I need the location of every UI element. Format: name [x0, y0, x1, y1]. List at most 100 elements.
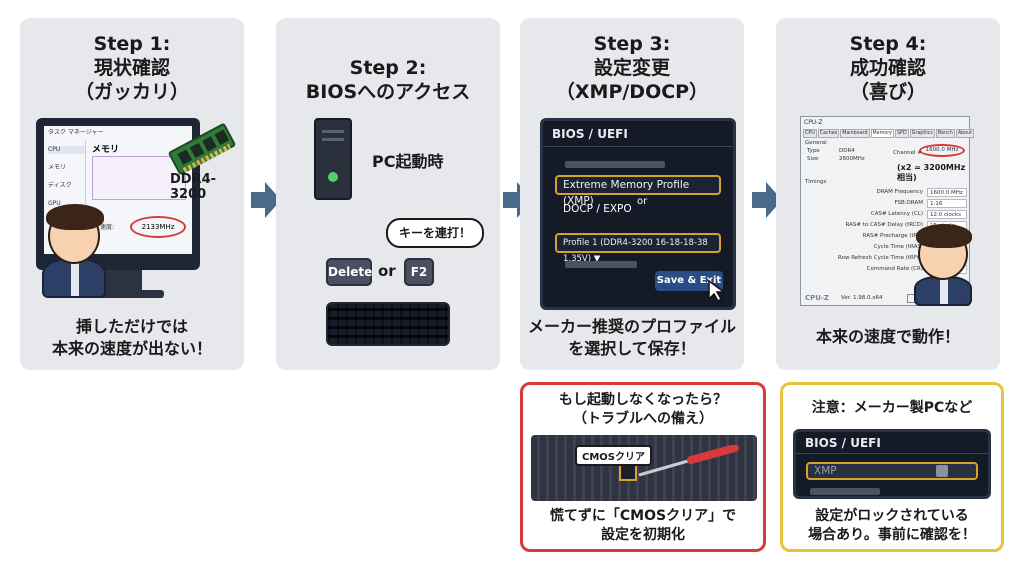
step1-title: Step 1: 現状確認 （ガッカリ）: [20, 32, 244, 104]
step3-title-line3: （XMP/DOCP）: [555, 81, 709, 103]
timing-value: 1:16: [927, 199, 967, 208]
screwdriver-icon: [638, 445, 739, 477]
memory-graph: [92, 156, 186, 200]
timing-label: RAS# to CAS# Delay (tRCD): [845, 222, 923, 228]
timing-label: RAS# Precharge (tRP): [862, 233, 923, 239]
step2-title: Step 2: BIOSへのアクセス: [276, 32, 500, 104]
task-manager-sidebar: CPU メモリ ディスク GPU: [48, 140, 86, 248]
step3-caption-line2: を選択して保存！: [568, 339, 696, 358]
timing-value: 1600.0 MHz: [927, 188, 967, 197]
notice-box: 注意：メーカー製PCなど BIOS / UEFI XMP 設定がロックされている…: [780, 382, 1004, 552]
trouble-caption-line2: 設定を初期化: [601, 527, 685, 543]
freq-annotation: (x2 = 3200MHz相当): [897, 163, 966, 182]
delete-key[interactable]: Delete: [326, 258, 372, 286]
tab-graphics[interactable]: Graphics: [909, 129, 935, 138]
step3-title: Step 3: 設定変更 （XMP/DOCP）: [520, 32, 744, 104]
tab-about[interactable]: About: [955, 129, 974, 138]
step4-title: Step 4: 成功確認 （喜び）: [776, 32, 1000, 104]
sidebar-item-disk[interactable]: ディスク: [48, 182, 72, 189]
tab-bench[interactable]: Bench: [935, 129, 955, 138]
profile-select-value: Profile 1 (DDR4-3200 16-18-18-38 1.35V): [563, 238, 708, 264]
sidebar-item-gpu[interactable]: GPU: [48, 200, 61, 207]
step2-title-line1: Step 2:: [349, 57, 427, 79]
type-label: Type: [807, 148, 820, 154]
speed-value: 2133MHz: [130, 216, 186, 238]
general-label: General: [805, 140, 827, 146]
sidebar-item-cpu[interactable]: CPU: [48, 146, 85, 154]
or-label: or: [637, 196, 648, 207]
pc-tower-icon: [314, 118, 352, 200]
freq-value: 1600.0 MHz: [919, 144, 965, 157]
arrow-right-icon: [251, 182, 281, 218]
trouble-title-line1: もし起動しなくなったら？: [559, 392, 727, 408]
tab-cpu[interactable]: CPU: [803, 129, 817, 138]
timing-row: CAS# Latency (CL) 12.0 clocks: [805, 209, 967, 220]
docp-option[interactable]: DOCP / EXPO: [563, 203, 632, 215]
monitor-base: [72, 290, 164, 298]
step3-caption-line1: メーカー推奨のプロファイル: [527, 317, 736, 336]
xmp-option[interactable]: Extreme Memory Profile (XMP): [555, 175, 721, 207]
timing-label: Row Refresh Cycle Time (tRFC): [838, 255, 923, 261]
memory-heading: メモリ: [92, 145, 120, 155]
tab-spd[interactable]: SPD: [895, 129, 909, 138]
happy-person-icon: [916, 224, 972, 280]
step3-title-line1: Step 3:: [593, 33, 671, 55]
timing-label: FSB:DRAM: [894, 200, 923, 206]
channel-label: Channel #: [893, 150, 922, 156]
notice-caption: 設定がロックされている 場合あり。事前に確認を！: [783, 507, 1001, 545]
cmos-tag: CMOSクリア: [575, 445, 652, 466]
timings-label: Timings: [805, 179, 827, 185]
step3-title-line2: 設定変更: [593, 57, 670, 79]
chevron-down-icon: ▼: [593, 254, 601, 264]
task-manager-window: タスク マネージャー CPU メモリ ディスク GPU メモリ 速度: 2133…: [44, 126, 192, 254]
step2-title-line2: BIOSへのアクセス: [305, 81, 471, 103]
trouble-caption: 慌てずに「CMOSクリア」で 設定を初期化: [523, 507, 763, 545]
profile-select[interactable]: Profile 1 (DDR4-3200 16-18-18-38 1.35V) …: [555, 233, 721, 264]
timing-value: 12.0 clocks: [927, 210, 967, 219]
step1-caption: 挿しただけでは 本来の速度が出ない！: [20, 316, 244, 360]
size-label: Size: [807, 156, 819, 162]
step1-caption-line2: 本来の速度が出ない！: [51, 339, 212, 358]
cpuz-version: Ver. 1.98.0.x64: [841, 295, 883, 301]
cpuz-title: CPU-Z: [804, 119, 823, 126]
lock-icon: [936, 465, 948, 477]
timing-label: DRAM Frequency: [876, 189, 923, 195]
step1-title-line1: Step 1:: [93, 33, 171, 55]
tab-caches[interactable]: Caches: [817, 129, 840, 138]
f2-key[interactable]: F2: [404, 258, 434, 286]
step4-title-line3: （喜び）: [849, 81, 926, 103]
mouse-cursor-icon: [708, 279, 727, 303]
person-body: [914, 276, 972, 306]
timing-row: FSB:DRAM 1:16: [805, 198, 967, 209]
notice-caption-line1: 設定がロックされている: [815, 508, 969, 524]
timing-label: CAS# Latency (CL): [870, 211, 923, 217]
monitor: タスク マネージャー CPU メモリ ディスク GPU メモリ 速度: 2133…: [36, 118, 200, 298]
step1-title-line2: 現状確認: [93, 57, 170, 79]
trouble-title-line2: （トラブルへの備え）: [573, 411, 713, 427]
notice-caption-line2: 場合あり。事前に確認を！: [808, 527, 976, 543]
tab-mainboard[interactable]: Mainboard: [840, 129, 870, 138]
person-body: [42, 258, 106, 298]
type-value: DDR4: [839, 148, 855, 154]
sidebar-item-memory[interactable]: メモリ: [48, 164, 67, 171]
step4-title-line1: Step 4:: [849, 33, 927, 55]
trouble-title: もし起動しなくなったら？ （トラブルへの備え）: [523, 391, 763, 429]
step1-caption-line1: 挿しただけでは: [75, 317, 188, 336]
xmp-locked-label: XMP: [814, 465, 837, 477]
bios-header: BIOS / UEFI: [543, 121, 733, 147]
timing-row: DRAM Frequency 1600.0 MHz: [805, 187, 967, 198]
step2-card: Step 2: BIOSへのアクセス PC起動時 キーを連打！ Delete o…: [276, 18, 500, 370]
save-exit-button[interactable]: Save & Exit: [655, 271, 723, 291]
cpuz-brand: CPU-Z: [805, 294, 829, 302]
tab-memory[interactable]: Memory: [870, 129, 895, 138]
speech-bubble: キーを連打！: [386, 218, 484, 248]
locked-bios-header: BIOS / UEFI: [796, 432, 988, 454]
boot-label: PC起動時: [372, 152, 444, 171]
keyboard-icon: [326, 302, 450, 346]
motherboard-icon: [531, 435, 757, 501]
locked-bios-window: BIOS / UEFI XMP: [793, 429, 991, 499]
step1-title-line3: （ガッカリ）: [74, 81, 189, 103]
